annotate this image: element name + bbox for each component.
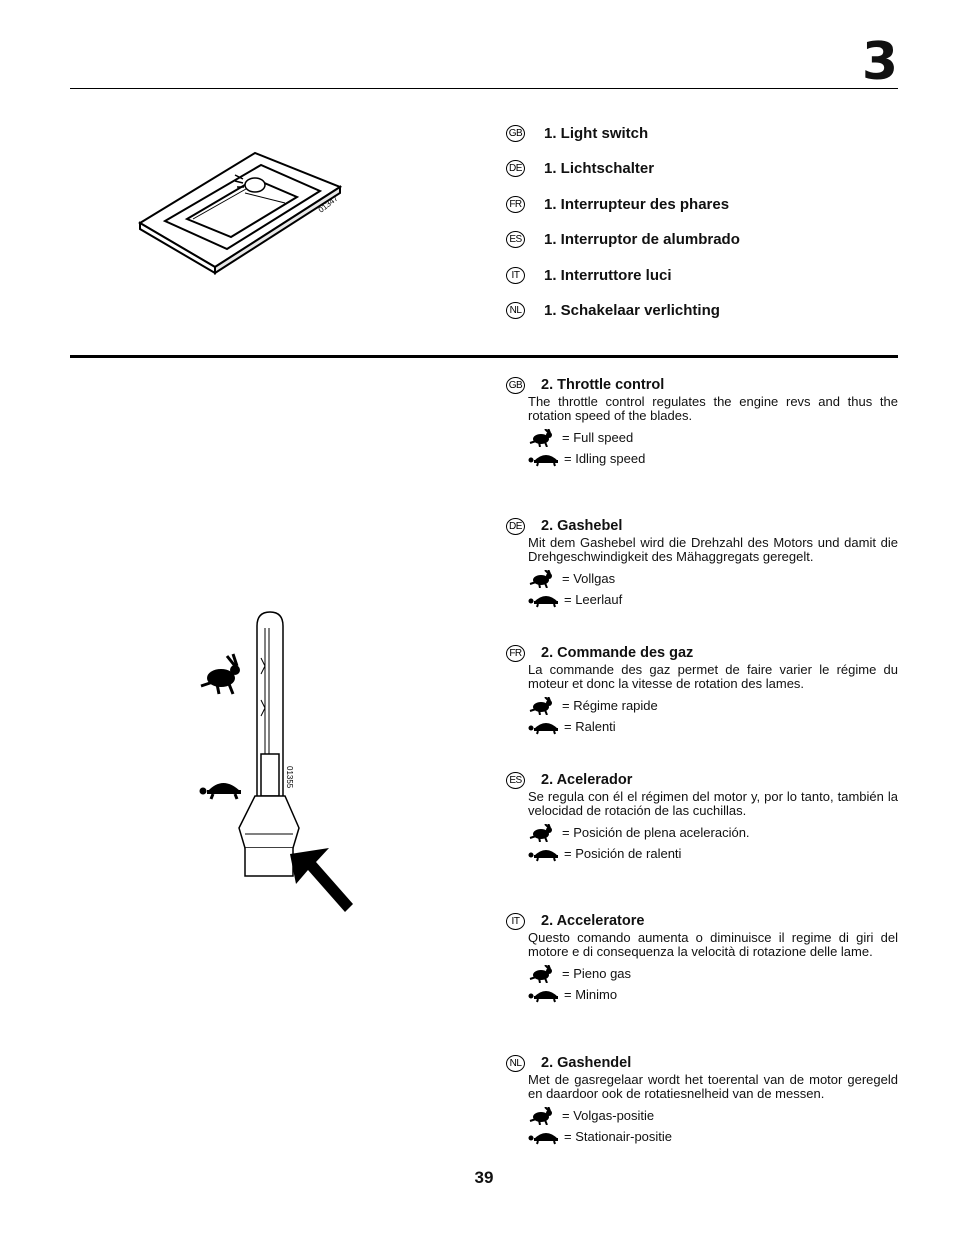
light-switch-label: 1. Interruptor de alumbrado: [544, 230, 740, 248]
fast-label: = Volgas-positie: [562, 1108, 655, 1123]
fast-legend-row: = Full speed: [528, 427, 898, 448]
block-description: Mit dem Gashebel wird die Drehzahl des M…: [528, 535, 898, 564]
slow-label: = Stationair-positie: [564, 1129, 673, 1144]
chapter-number: 3: [861, 32, 898, 92]
fast-legend-row: = Volgas-positie: [528, 1105, 898, 1126]
slow-legend-row: = Leerlauf: [528, 589, 898, 610]
slow-legend-row: = Stationair-positie: [528, 1126, 898, 1147]
lang-badge-nl: NL: [506, 1054, 525, 1072]
fast-legend-row: = Régime rapide: [528, 695, 898, 716]
figure-code-lever: 01355: [285, 766, 294, 789]
lang-badge-gb: GB: [506, 124, 525, 142]
rabbit-icon: [529, 696, 552, 715]
slow-label: = Posición de ralenti: [564, 846, 682, 861]
fast-label: = Full speed: [562, 430, 634, 445]
fast-label: = Vollgas: [562, 571, 616, 586]
throttle-block-fr: FR 2. Commande des gaz La commande des g…: [506, 643, 898, 737]
light-switch-item: IT 1. Interruttore luci: [506, 265, 672, 285]
throttle-block-gb: GB 2. Throttle control The throttle cont…: [506, 375, 898, 469]
block-title: 2. Commande des gaz: [541, 645, 694, 661]
light-switch-item: GB 1. Light switch: [506, 123, 648, 143]
fast-legend-row: = Posición de plena aceleración.: [528, 822, 898, 843]
block-description: Se regula con él el régimen del motor y,…: [528, 789, 898, 818]
section-divider: [70, 355, 898, 358]
light-switch-label: 1. Schakelaar verlichting: [544, 301, 720, 319]
turtle-icon: [528, 849, 558, 861]
fast-label: = Pieno gas: [562, 966, 632, 981]
slow-label: = Idling speed: [564, 451, 646, 466]
turtle-icon: [528, 454, 558, 466]
block-title: 2. Acceleratore: [541, 913, 645, 929]
lang-badge-es: ES: [506, 230, 525, 248]
fast-legend-row: = Vollgas: [528, 568, 898, 589]
light-switch-label: 1. Interrupteur des phares: [544, 195, 730, 213]
slow-legend-row: = Ralenti: [528, 716, 898, 737]
slow-legend-row: = Idling speed: [528, 448, 898, 469]
slow-label: = Ralenti: [564, 719, 616, 734]
light-switch-item: NL 1. Schakelaar verlichting: [506, 300, 720, 320]
lang-badge-gb: GB: [506, 376, 525, 394]
page-number: 39: [474, 1168, 494, 1187]
slow-label: = Leerlauf: [564, 592, 623, 607]
rabbit-icon: [529, 428, 552, 447]
slow-label: = Minimo: [564, 987, 618, 1002]
top-divider: [70, 88, 898, 89]
rabbit-icon: [529, 823, 552, 842]
block-title: 2. Gashebel: [541, 518, 623, 534]
block-description: La commande des gaz permet de faire vari…: [528, 662, 898, 691]
turtle-icon: [528, 990, 558, 1002]
rabbit-icon: [529, 1106, 552, 1125]
throttle-block-de: DE 2. Gashebel Mit dem Gashebel wird die…: [506, 516, 898, 610]
lang-badge-de: DE: [506, 517, 525, 535]
light-switch-label: 1. Interruttore luci: [544, 266, 672, 284]
turtle-icon: [528, 595, 558, 607]
slow-legend-row: = Minimo: [528, 984, 898, 1005]
light-switch-item: ES 1. Interruptor de alumbrado: [506, 229, 740, 249]
slow-legend-row: = Posición de ralenti: [528, 843, 898, 864]
lang-badge-it: IT: [506, 266, 525, 284]
rabbit-icon: [529, 964, 552, 983]
block-description: Questo comando aumenta o diminuisce il r…: [528, 930, 898, 959]
light-switch-item: DE 1. Lichtschalter: [506, 158, 654, 178]
lang-badge-fr: FR: [506, 644, 525, 662]
lang-badge-nl: NL: [506, 301, 525, 319]
lang-badge-it: IT: [506, 912, 525, 930]
block-description: The throttle control regulates the engin…: [528, 394, 898, 423]
rabbit-icon: [200, 653, 240, 695]
turtle-icon: [528, 1132, 558, 1144]
fast-label: = Posición de plena aceleración.: [562, 825, 750, 840]
lang-badge-de: DE: [506, 159, 525, 177]
throttle-block-nl: NL 2. Gashendel Met de gasregelaar wordt…: [506, 1053, 898, 1147]
block-title: 2. Throttle control: [541, 377, 665, 393]
light-switch-label: 1. Lichtschalter: [544, 159, 655, 177]
light-switch-illustration: 01347: [138, 151, 343, 275]
turtle-icon: [528, 722, 558, 734]
fast-label: = Régime rapide: [562, 698, 658, 713]
block-description: Met de gasregelaar wordt het toerental v…: [528, 1072, 898, 1101]
light-switch-item: FR 1. Interrupteur des phares: [506, 194, 729, 214]
light-switch-label: 1. Light switch: [544, 124, 649, 142]
block-title: 2. Acelerador: [541, 772, 633, 788]
throttle-block-es: ES 2. Acelerador Se regula con él el rég…: [506, 770, 898, 864]
throttle-block-it: IT 2. Acceleratore Questo comando aument…: [506, 911, 898, 1005]
turtle-icon: [199, 783, 241, 800]
lang-badge-fr: FR: [506, 195, 525, 213]
pointer-arrow: [290, 848, 353, 912]
throttle-lever-illustration: 01355: [199, 611, 353, 912]
lang-badge-es: ES: [506, 771, 525, 789]
fast-legend-row: = Pieno gas: [528, 963, 898, 984]
block-title: 2. Gashendel: [541, 1055, 632, 1071]
rabbit-icon: [529, 569, 552, 588]
